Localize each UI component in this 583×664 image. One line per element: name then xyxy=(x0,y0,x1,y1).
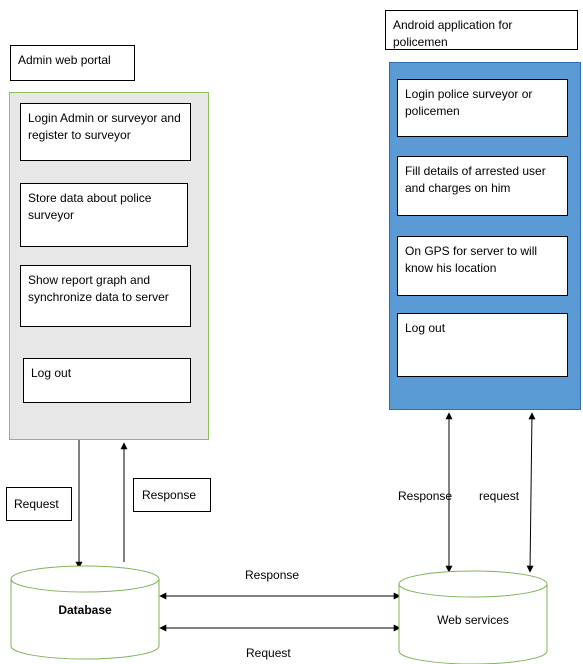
admin-item-logout: Log out xyxy=(23,358,191,403)
android-app-title: Android application for policemen xyxy=(393,18,513,49)
web-services-cylinder xyxy=(398,570,548,664)
admin-item-login: Login Admin or surveyor and register to … xyxy=(20,103,191,161)
admin-request-label-box: Request xyxy=(6,487,72,521)
android-item-arrest-details: Fill details of arrested user and charge… xyxy=(397,156,568,216)
database-cylinder xyxy=(10,565,160,660)
android-request-arrow xyxy=(526,412,536,573)
admin-item-store-data: Store data about police surveyor xyxy=(20,183,188,247)
admin-response-label: Response xyxy=(142,488,197,502)
android-app-title-box: Android application for policemen xyxy=(385,10,578,50)
admin-item-label: Store data about police surveyor xyxy=(28,191,152,222)
android-request-label: request xyxy=(479,489,520,503)
database-label: Database xyxy=(58,603,112,617)
admin-item-label: Show report graph and synchronize data t… xyxy=(28,273,169,304)
android-item-logout: Log out xyxy=(397,313,568,377)
db-ws-response-label: Response xyxy=(245,568,300,582)
admin-response-label-box: Response xyxy=(133,478,211,512)
admin-portal-title: Admin web portal xyxy=(18,53,111,67)
admin-request-label: Request xyxy=(14,497,59,511)
admin-item-label: Log out xyxy=(31,366,72,380)
android-item-gps: On GPS for server to will know his locat… xyxy=(397,236,568,296)
android-response-label: Response xyxy=(398,489,453,503)
admin-portal-title-box: Admin web portal xyxy=(10,45,135,81)
android-item-login: Login police surveyor or policemen xyxy=(397,79,568,137)
db-ws-request-label: Request xyxy=(246,646,291,660)
web-services-label: Web services xyxy=(437,613,509,627)
android-item-label: On GPS for server to will know his locat… xyxy=(405,244,538,275)
android-item-label: Log out xyxy=(405,321,446,335)
android-item-label: Fill details of arrested user and charge… xyxy=(405,164,546,195)
admin-item-report: Show report graph and synchronize data t… xyxy=(20,265,191,327)
admin-item-label: Login Admin or surveyor and register to … xyxy=(28,111,181,142)
android-item-label: Login police surveyor or policemen xyxy=(405,87,533,118)
